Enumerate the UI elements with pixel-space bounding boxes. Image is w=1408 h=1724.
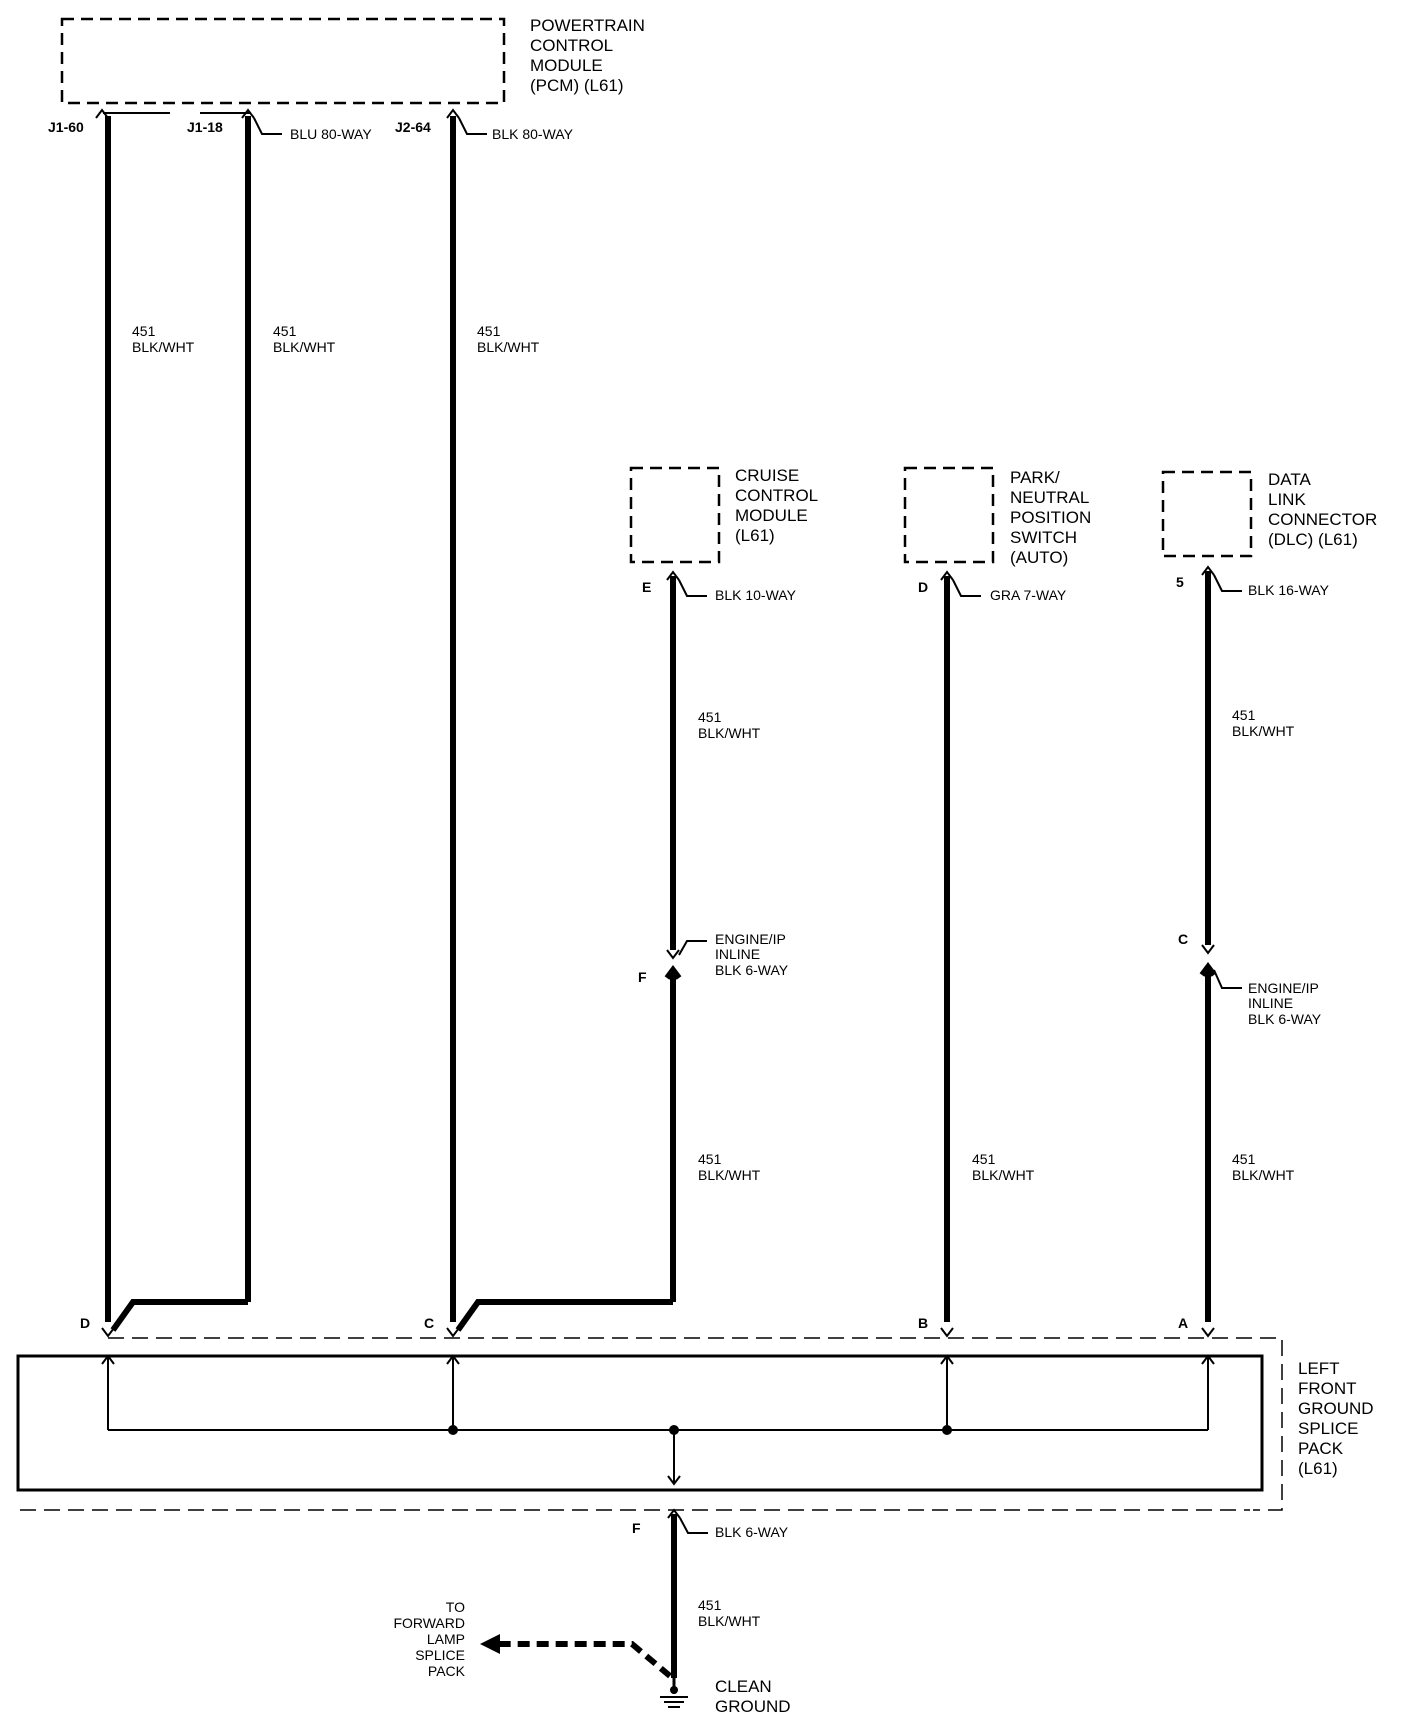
forward-line-2: FORWARD [393,1615,465,1631]
inline-left-line-2: INLINE [715,946,760,962]
wire-color-label: BLK/WHT [1232,723,1295,739]
pcm-connectors: J1-60 J1-18 J2-64 BLU 80-WAY BLK 80-WAY [48,108,574,142]
wire-color-label: BLK/WHT [1232,1167,1295,1183]
cruise-control-module: CRUISE CONTROL MODULE (L61) E BLK 10-WAY [629,466,818,603]
park-pin: D [918,579,928,595]
wire-circuit-label: 451 [273,323,297,339]
dlc-box [1161,470,1253,558]
pcm-pin-j1-18: J1-18 [187,119,223,135]
park-box [903,466,995,564]
park-connector: GRA 7-WAY [990,587,1067,603]
splice-name-line-6: (L61) [1298,1459,1338,1478]
cruise-box [629,466,721,564]
splice-name-line-1: LEFT [1298,1359,1340,1378]
cruise-name-line-1: CRUISE [735,466,799,485]
inline-left-pin: F [638,969,647,985]
pcm-name-line-4: (PCM) (L61) [530,76,624,95]
splice-name-line-5: PACK [1298,1439,1344,1458]
wire-color-label: BLK/WHT [698,1167,761,1183]
cruise-pin: E [642,579,651,595]
ground-wire: F BLK 6-WAY 451 BLK/WHT [632,1508,789,1678]
inline-connector-right: C ENGINE/IP INLINE BLK 6-WAY [1178,931,1322,1027]
splice-name-line-3: GROUND [1298,1399,1374,1418]
cruise-name-line-3: MODULE [735,506,808,525]
wire-j2-64: 451 BLK/WHT [450,116,540,1322]
wire-circuit-label: 451 [972,1151,996,1167]
data-link-connector: DATA LINK CONNECTOR (DLC) (L61) 5 BLK 16… [1161,470,1377,598]
forward-line-5: PACK [428,1663,466,1679]
splice-pin-c: C [424,1315,434,1331]
wire-circuit-label: 451 [698,1597,722,1613]
inline-right-line-1: ENGINE/IP [1248,980,1319,996]
park-name-line-5: (AUTO) [1010,548,1068,567]
forward-lamp-branch: TO FORWARD LAMP SPLICE PACK [393,1599,672,1679]
park-name-line-4: SWITCH [1010,528,1077,547]
wire-circuit-label: 451 [132,323,156,339]
cruise-name-line-2: CONTROL [735,486,818,505]
cruise-connector: BLK 10-WAY [715,587,797,603]
wire-color-label: BLK/WHT [698,725,761,741]
wire-color-label: BLK/WHT [698,1613,761,1629]
dlc-name-line-3: CONNECTOR [1268,510,1377,529]
inline-right-line-2: INLINE [1248,995,1293,1011]
wire-park: 451 BLK/WHT [944,576,1035,1322]
wire-j1-60: 451 BLK/WHT [105,116,195,1322]
splice-pin-a: A [1178,1315,1188,1331]
pcm-name-line-3: MODULE [530,56,603,75]
dlc-name-line-4: (DLC) (L61) [1268,530,1358,549]
inline-right-line-3: BLK 6-WAY [1248,1011,1322,1027]
pcm-box [60,17,506,105]
wire-color-label: BLK/WHT [132,339,195,355]
splice-bottom-connector: BLK 6-WAY [715,1524,789,1540]
pcm-module: POWERTRAIN CONTROL MODULE (PCM) (L61) [60,16,645,105]
wire-circuit-label: 451 [698,709,722,725]
forward-line-4: SPLICE [415,1647,465,1663]
inline-left-line-3: BLK 6-WAY [715,962,789,978]
pcm-name-line-2: CONTROL [530,36,613,55]
inline-left-line-1: ENGINE/IP [715,931,786,947]
inline-connector-left: ENGINE/IP INLINE BLK 6-WAY F [638,931,789,985]
wire-dlc: 451 BLK/WHT 451 BLK/WHT [1199,571,1295,1322]
park-name-line-2: NEUTRAL [1010,488,1089,507]
pcm-pin-j1-60: J1-60 [48,119,84,135]
pcm-connector-blu: BLU 80-WAY [290,126,372,142]
splice-name-line-2: FRONT [1298,1379,1357,1398]
splice-pin-b: B [918,1315,928,1331]
splice-bottom-pin: F [632,1520,641,1536]
wire-color-label: BLK/WHT [477,339,540,355]
wire-color-label: BLK/WHT [273,339,336,355]
wire-j1-18: 451 BLK/WHT [110,116,336,1332]
park-name-line-3: POSITION [1010,508,1091,527]
pcm-pin-j2-64: J2-64 [395,119,431,135]
splice-box [16,1354,1264,1492]
dlc-connector: BLK 16-WAY [1248,582,1330,598]
ground-splice-pack: LEFT FRONT GROUND SPLICE PACK (L61) D C … [16,1315,1374,1511]
wire-circuit-label: 451 [698,1151,722,1167]
wire-color-label: BLK/WHT [972,1167,1035,1183]
arrow-left-icon [480,1634,500,1654]
dlc-pin: 5 [1176,574,1184,590]
pcm-name-line-1: POWERTRAIN [530,16,645,35]
forward-line-3: LAMP [427,1631,465,1647]
splice-outline [108,1337,1283,1511]
ground-line-1: CLEAN [715,1677,772,1696]
cruise-name-line-4: (L61) [735,526,775,545]
ground-line-2: GROUND [715,1697,791,1716]
forward-line-1: TO [446,1599,465,1615]
inline-right-pin: C [1178,931,1188,947]
splice-name-line-4: SPLICE [1298,1419,1358,1438]
dlc-name-line-1: DATA [1268,470,1311,489]
park-neutral-switch: PARK/ NEUTRAL POSITION SWITCH (AUTO) D G… [903,466,1091,603]
wire-circuit-label: 451 [1232,707,1256,723]
wire-cruise: 451 BLK/WHT 451 BLK/WHT [455,576,761,1332]
splice-pin-d: D [80,1315,90,1331]
dlc-name-line-2: LINK [1268,490,1306,509]
wire-circuit-label: 451 [477,323,501,339]
ground-symbol-icon [660,1678,688,1708]
pcm-connector-blk: BLK 80-WAY [492,126,574,142]
park-name-line-1: PARK/ [1010,468,1060,487]
wire-circuit-label: 451 [1232,1151,1256,1167]
